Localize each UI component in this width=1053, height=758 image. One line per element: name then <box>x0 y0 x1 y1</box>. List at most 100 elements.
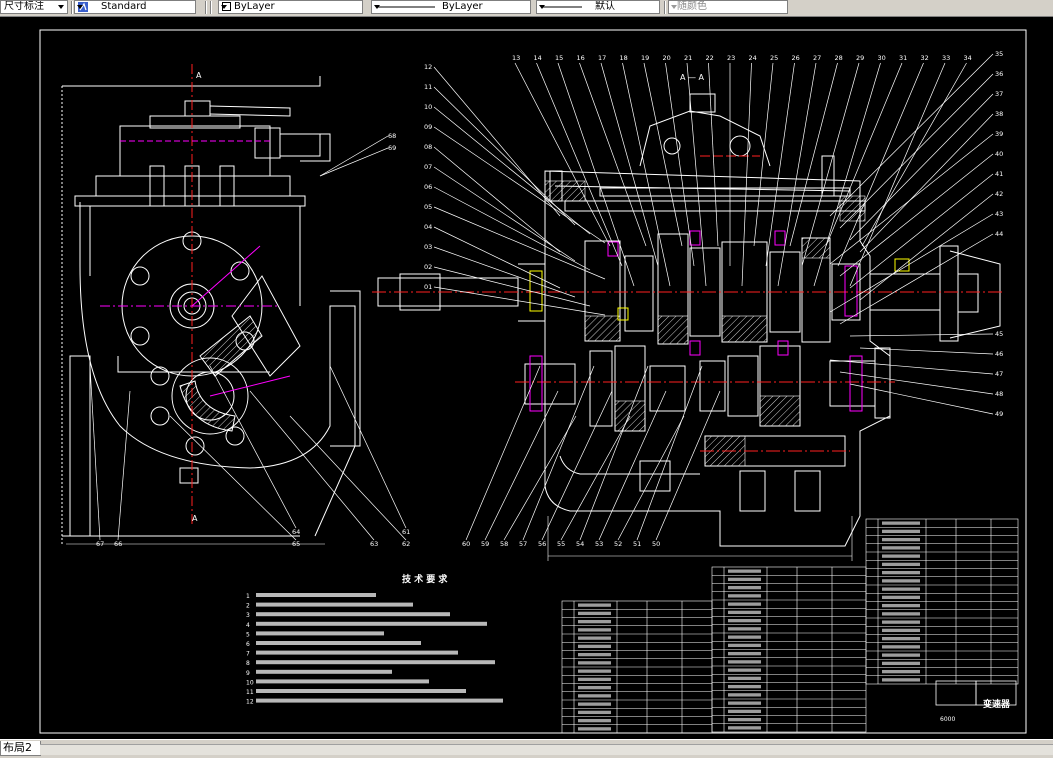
bom-cell-text <box>578 628 611 632</box>
bom-cell-text <box>728 651 761 656</box>
bom-cell-text <box>728 635 761 639</box>
leader-line <box>579 365 649 541</box>
callout-number: 42 <box>995 190 1003 198</box>
leader-lines <box>89 53 994 541</box>
section-hatching <box>544 180 866 467</box>
lineweight-dropdown[interactable]: 默认 <box>536 0 660 14</box>
bom-cell-text <box>882 645 920 649</box>
color-value: ByLayer <box>234 1 275 12</box>
leader-line <box>859 347 994 355</box>
drawing-canvas[interactable]: 1314151617181920212223242526272829303132… <box>0 16 1053 739</box>
callout-number: 58 <box>500 540 508 548</box>
leader-line <box>839 371 994 395</box>
bom-cell-text <box>728 577 761 582</box>
callout-number: 59 <box>481 540 489 548</box>
callout-number: 39 <box>995 130 1003 138</box>
dimension-lines <box>66 516 853 561</box>
bearing-marks <box>529 230 910 412</box>
leader-line <box>503 415 577 541</box>
leader-line <box>433 86 576 226</box>
bom-cell-text <box>578 619 611 624</box>
callout-number: 01 <box>424 283 432 291</box>
callout-number: 27 <box>813 54 821 62</box>
leader-line <box>433 66 561 217</box>
chevron-down-icon <box>77 5 83 9</box>
callout-number: 08 <box>424 143 432 151</box>
callout-number: 22 <box>706 54 714 62</box>
bom-cell-text <box>578 702 611 706</box>
tech-note-number: 5 <box>246 631 250 638</box>
linetype-dropdown[interactable]: ByLayer <box>371 0 531 14</box>
callout-number: 41 <box>995 170 1003 178</box>
callout-number: 47 <box>995 370 1003 378</box>
dim-style-value: 尺寸标注 <box>4 1 44 12</box>
bom-cell-text <box>882 529 920 534</box>
bom-cell-text <box>728 610 761 615</box>
callout-number: 69 <box>388 144 396 152</box>
leader-line <box>643 62 683 247</box>
horizontal-scrollbar[interactable] <box>40 744 1053 755</box>
bom-cell-text <box>578 661 611 665</box>
leader-line <box>617 415 685 541</box>
leader-line <box>433 186 591 271</box>
dim-style-dropdown[interactable]: 尺寸标注 <box>0 0 68 14</box>
text-style-dropdown[interactable]: Standard <box>74 0 196 14</box>
callout-number: 38 <box>995 110 1003 118</box>
leader-line <box>801 62 860 267</box>
leader-line <box>514 62 611 247</box>
callout-number: 60 <box>462 540 470 548</box>
leader-line <box>839 73 994 229</box>
callout-number: 09 <box>424 123 432 131</box>
leader-line <box>777 62 817 287</box>
leader-line <box>741 62 752 287</box>
end-view-centerlines <box>100 64 291 526</box>
leader-line <box>536 62 623 267</box>
lineweight-preview-icon <box>542 6 582 8</box>
callout-number: 06 <box>424 183 432 191</box>
section-view <box>377 93 1001 547</box>
callout-number: 24 <box>749 54 757 62</box>
bom-cell-text <box>578 603 611 607</box>
bom-cell-text <box>882 546 920 550</box>
bom-cell-text <box>882 587 920 591</box>
bom-cell-text <box>578 669 611 673</box>
leader-line <box>861 62 967 247</box>
end-view <box>61 76 361 546</box>
callout-number: 21 <box>684 54 692 62</box>
color-dropdown[interactable]: ByLayer <box>218 0 363 14</box>
text-style-value: Standard <box>101 1 147 12</box>
leader-line <box>433 266 591 307</box>
bom-cell-text <box>728 717 761 722</box>
leader-line <box>89 365 101 541</box>
leader-line <box>249 390 375 541</box>
callout-number: 07 <box>424 163 432 171</box>
leader-line <box>825 62 903 247</box>
tech-note-text <box>256 593 376 597</box>
tech-note-number: 11 <box>246 689 254 696</box>
bom-cell-text <box>728 726 761 730</box>
bom-cell-text <box>578 718 611 723</box>
leader-line <box>433 206 606 280</box>
toolbar-separator <box>664 1 666 14</box>
leader-line <box>829 213 994 313</box>
tab-layout2[interactable]: 布局2 <box>0 741 41 756</box>
chevron-down-icon <box>539 5 545 9</box>
leader-line <box>655 390 721 541</box>
callout-number: 30 <box>878 54 886 62</box>
bom-cell-text <box>578 652 611 657</box>
bom-cell-text <box>728 668 761 672</box>
plot-style-dropdown[interactable]: 随颜色 <box>668 0 788 14</box>
leader-line <box>665 62 695 267</box>
bom-cell-text <box>882 537 920 542</box>
callout-number: 40 <box>995 150 1003 158</box>
bom-cell-text <box>578 611 611 616</box>
bom-cell-text <box>728 627 761 631</box>
leader-line <box>433 106 591 235</box>
bom-cell-text <box>728 701 761 705</box>
bom-cell-text <box>882 562 920 567</box>
callout-number: 62 <box>402 540 410 548</box>
callout-number: 05 <box>424 203 432 211</box>
leader-line <box>600 62 659 267</box>
